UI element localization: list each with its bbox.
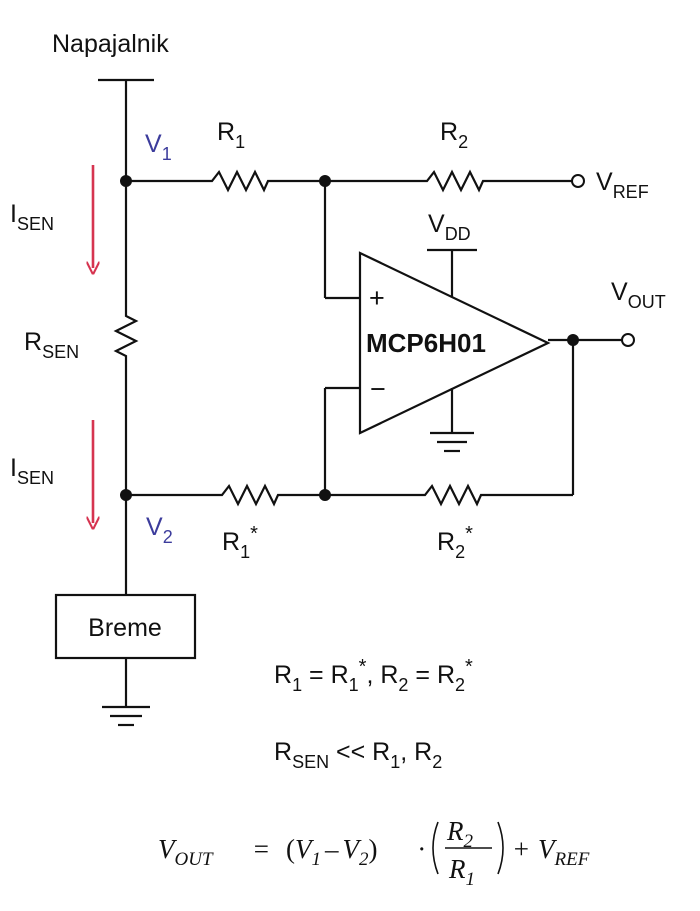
r2-label: R2 [440, 118, 468, 152]
svg-text:VREF: VREF [538, 834, 590, 870]
vdd-pin [427, 248, 477, 297]
opamp-minus-pin: − [370, 374, 386, 404]
r1-resistor [207, 169, 272, 193]
r1s-resistor [217, 483, 282, 507]
opamp-ground-icon [430, 388, 474, 453]
load-label: Breme [88, 614, 162, 642]
vout-label: VOUT [611, 278, 666, 312]
r2s-resistor [420, 483, 485, 507]
left-rail [98, 78, 154, 595]
rsen-resistor [113, 312, 139, 360]
svg-text:VOUT: VOUT [158, 834, 214, 870]
bottom-branch [126, 340, 575, 507]
svg-text:+: + [512, 834, 530, 864]
svg-text:=: = [252, 834, 270, 864]
vdd-label: VDD [428, 210, 471, 244]
equation-resistor-matching: R1 = R1*, R2 = R2* [274, 656, 473, 695]
load-box [54, 593, 197, 660]
load-ground-icon [102, 658, 150, 727]
opamp-plus-pin: + [369, 283, 385, 313]
isen-label-top: ISEN [10, 200, 54, 234]
junction-dots [120, 175, 579, 501]
r2s-label: R2* [437, 523, 473, 562]
r1-label: R1 [217, 118, 245, 152]
r2-resistor [422, 169, 487, 193]
equation-rsen-condition: RSEN << R1, R2 [274, 738, 442, 772]
svg-text:·: · [418, 834, 425, 864]
vref-label: VREF [596, 168, 649, 202]
vref-terminal [571, 174, 585, 188]
opamp-part-label: MCP6H01 [366, 328, 486, 358]
equation-vout-formula: VOUT = (V1–V2) · R2 R1 + VREF [158, 816, 590, 890]
vout-terminal [621, 333, 635, 347]
v2-label: V2 [146, 513, 173, 547]
svg-text:R1: R1 [448, 854, 475, 890]
r1s-label: R1* [222, 523, 258, 562]
rsen-label: RSEN [24, 328, 79, 362]
svg-text:R2: R2 [446, 816, 474, 852]
output-branch [548, 333, 635, 347]
supply-label: Napajalnik [52, 30, 169, 58]
opamp-input-wires [323, 181, 360, 495]
top-branch [126, 169, 585, 193]
isen-label-bottom: ISEN [10, 454, 54, 488]
svg-text:(V1–V2): (V1–V2) [286, 834, 378, 870]
v1-label: V1 [145, 130, 172, 164]
opamp-body [358, 251, 551, 435]
